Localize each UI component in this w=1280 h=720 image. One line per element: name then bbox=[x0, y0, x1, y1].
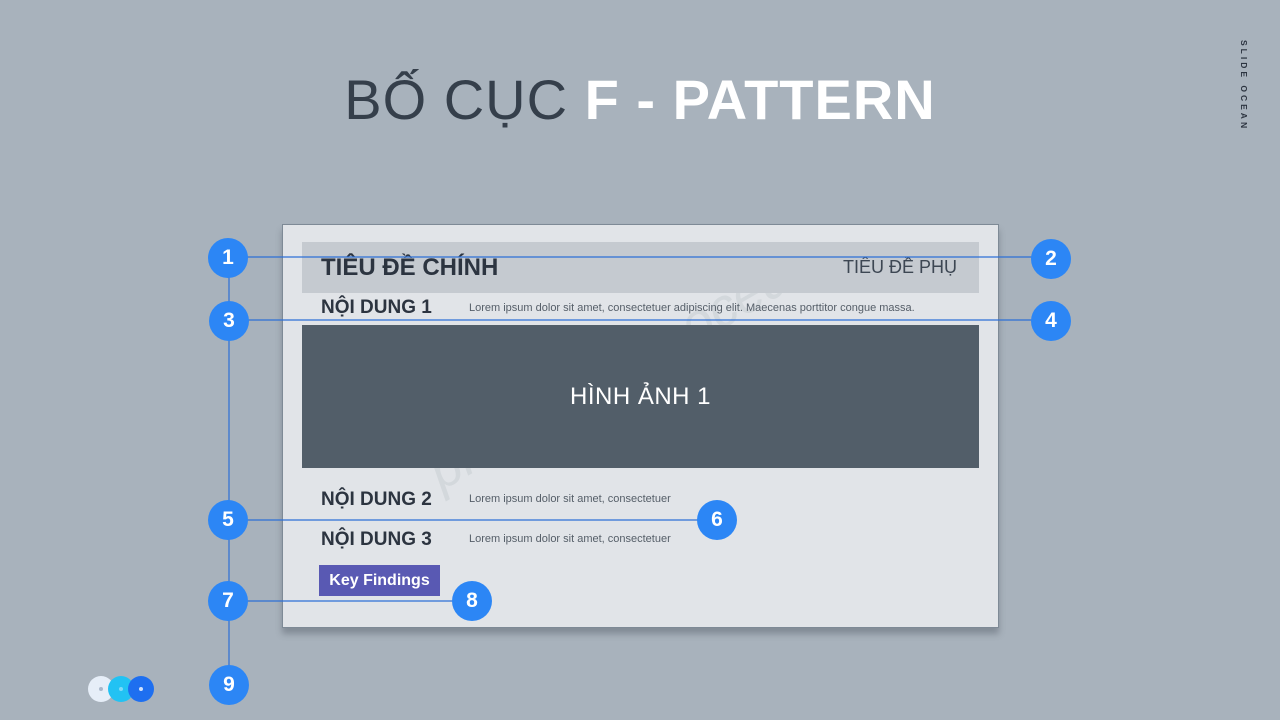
badge-3: 3 bbox=[209, 301, 249, 341]
slide-title: BỐ CỤC F - PATTERN bbox=[0, 62, 1280, 138]
dot-blue bbox=[128, 676, 154, 702]
slide-nav-dots bbox=[88, 676, 158, 702]
key-findings-button[interactable]: Key Findings bbox=[319, 565, 440, 596]
badge-4: 4 bbox=[1031, 301, 1071, 341]
layout-card: presentslideocean TIÊU ĐỀ CHÍNH TIÊU ĐỀ … bbox=[282, 224, 999, 628]
dot-blue-center bbox=[139, 687, 143, 691]
sub-title: TIÊU ĐỀ PHỤ bbox=[842, 257, 957, 277]
content-label-3: NỘI DUNG 3 bbox=[321, 529, 432, 550]
badge-6: 6 bbox=[697, 500, 737, 540]
badge-5: 5 bbox=[208, 500, 248, 540]
brand-logo: SLIDE OCEAN bbox=[1239, 40, 1249, 132]
image-label: HÌNH ẢNH 1 bbox=[569, 382, 712, 410]
slide-title-bold: F - PATTERN bbox=[584, 68, 936, 131]
badge-2: 2 bbox=[1031, 239, 1071, 279]
badge-7: 7 bbox=[208, 581, 248, 621]
dot-light-center bbox=[99, 687, 103, 691]
content-text-2: Lorem ipsum dolor sit amet, consectetuer bbox=[469, 493, 671, 505]
badge-8: 8 bbox=[452, 581, 492, 621]
badge-1: 1 bbox=[208, 238, 248, 278]
image-placeholder: HÌNH ẢNH 1 bbox=[302, 325, 979, 468]
content-label-1: NỘI DUNG 1 bbox=[321, 297, 432, 318]
content-label-2: NỘI DUNG 2 bbox=[321, 489, 432, 510]
badge-9: 9 bbox=[209, 665, 249, 705]
content-text-1: Lorem ipsum dolor sit amet, consectetuer… bbox=[469, 302, 915, 314]
main-title: TIÊU ĐỀ CHÍNH bbox=[321, 254, 499, 281]
content-text-3: Lorem ipsum dolor sit amet, consectetuer bbox=[469, 533, 671, 545]
slide-title-light: BỐ CỤC bbox=[344, 68, 569, 131]
dot-cyan-center bbox=[119, 687, 123, 691]
header-bar: TIÊU ĐỀ CHÍNH TIÊU ĐỀ PHỤ bbox=[302, 242, 979, 293]
